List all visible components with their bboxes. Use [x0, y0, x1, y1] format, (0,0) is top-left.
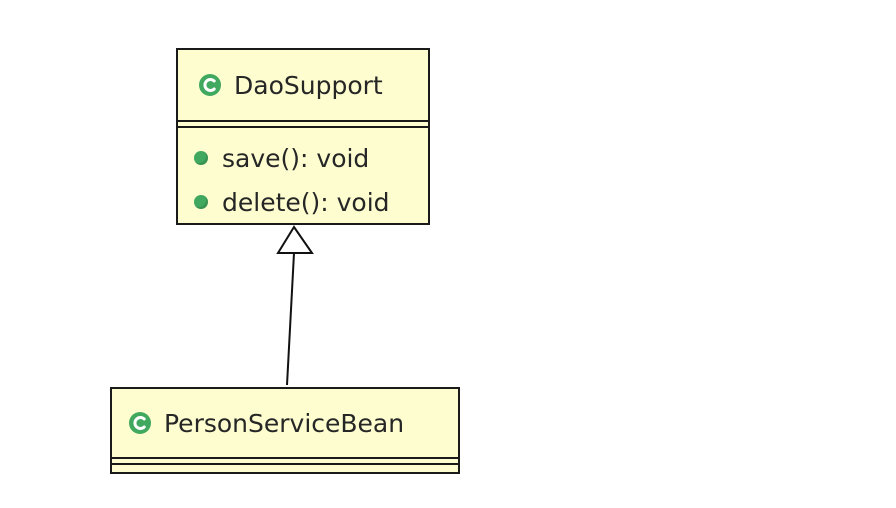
method-label: delete(): void: [222, 187, 390, 217]
attributes-compartment: [178, 122, 428, 128]
dao-support-header: DaoSupport: [178, 50, 428, 122]
generalization-line: [286, 252, 295, 386]
class-icon: [128, 411, 152, 435]
person-service-bean-class[interactable]: PersonServiceBean: [110, 387, 460, 474]
public-method-icon: [194, 151, 208, 165]
method-label: save(): void: [222, 143, 370, 173]
class-name: DaoSupport: [234, 70, 383, 100]
methods-compartment: save(): void delete(): void: [178, 128, 428, 232]
person-service-bean-header: PersonServiceBean: [112, 389, 458, 459]
method-item-save[interactable]: save(): void: [194, 136, 416, 180]
dao-support-class[interactable]: DaoSupport save(): void delete(): void: [176, 48, 430, 225]
public-method-icon: [194, 195, 208, 209]
attributes-compartment: [112, 459, 458, 465]
class-icon: [198, 73, 222, 97]
class-name: PersonServiceBean: [164, 408, 405, 438]
method-item-delete[interactable]: delete(): void: [194, 180, 416, 224]
